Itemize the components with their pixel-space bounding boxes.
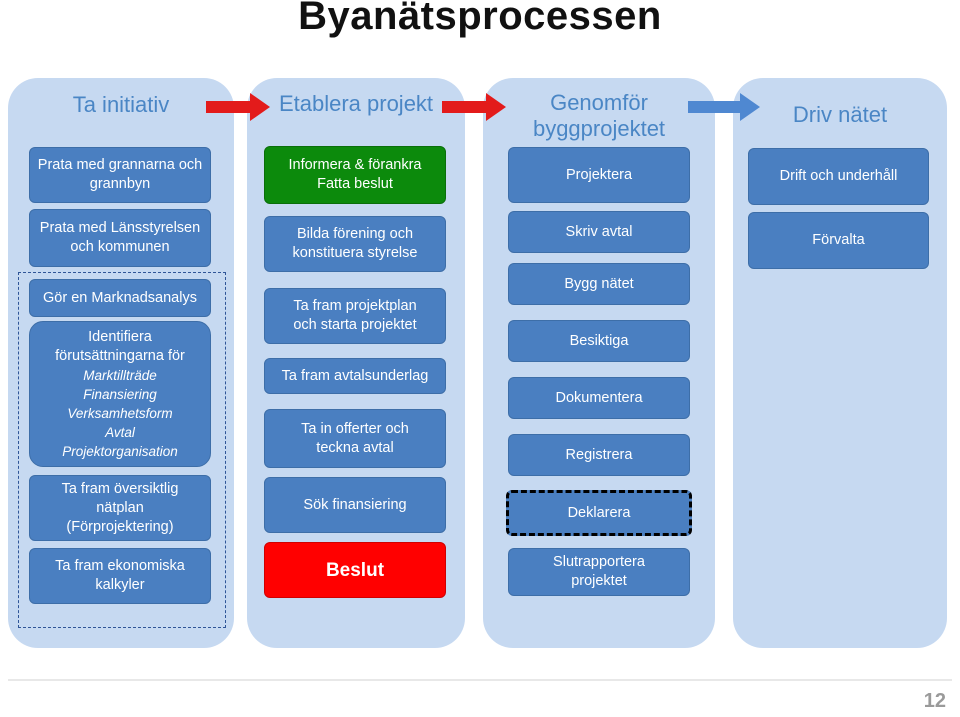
arrow-right-icon <box>688 93 760 121</box>
box-registrera[interactable]: Registrera <box>508 434 690 476</box>
box-label: Ta fram översiktlig nätplan (Förprojekte… <box>61 480 179 535</box>
box-projektera[interactable]: Projektera <box>508 147 690 203</box>
box-item-verksamhetsform: Verksamhetsform <box>67 405 173 421</box>
box-projektplan[interactable]: Ta fram projektplan och starta projektet <box>264 288 446 344</box>
box-label: Beslut <box>325 559 385 581</box>
arrow-right-icon <box>206 93 270 121</box>
box-informera-forankra[interactable]: Informera & förankra Fatta beslut <box>264 146 446 204</box>
box-item-finansiering: Finansiering <box>83 386 157 402</box>
box-bygg-natet[interactable]: Bygg nätet <box>508 263 690 305</box>
box-label: Ta in offerter och teckna avtal <box>301 420 409 456</box>
box-label: Prata med Länsstyrelsen och kommunen <box>39 220 201 255</box>
page-number: 12 <box>923 690 946 712</box>
box-oversiktlig-natplan[interactable]: Ta fram översiktlig nätplan (Förprojekte… <box>29 475 211 541</box>
column-title-ta-initiativ: Ta initiativ <box>72 92 170 117</box>
footer-divider <box>8 679 952 681</box>
box-marknadsanalys[interactable]: Gör en Marknadsanalys <box>29 279 211 317</box>
box-label: Ta fram ekonomiska kalkyler <box>55 558 185 593</box>
box-label: Gör en Marknadsanalys <box>43 289 197 306</box>
box-avtalsunderlag[interactable]: Ta fram avtalsunderlag <box>264 358 446 394</box>
box-label: Informera & förankra Fatta beslut <box>288 157 422 192</box>
box-label: Identifiera förutsättningarna för <box>55 328 185 364</box>
analysis-dashed-region <box>18 272 226 628</box>
column-title-etablera-projekt: Etablera projekt <box>278 91 434 116</box>
box-label: Registrera <box>565 446 633 463</box>
box-beslut[interactable]: Beslut <box>264 542 446 598</box>
box-item-avtal: Avtal <box>105 424 135 440</box>
box-label: Deklarera <box>567 504 631 521</box>
box-deklarera[interactable]: Deklarera <box>506 490 692 536</box>
box-label: Ta fram projektplan och starta projektet <box>293 298 417 333</box>
box-skriv-avtal[interactable]: Skriv avtal <box>508 211 690 253</box>
box-slutrapportera[interactable]: Slutrapportera projektet <box>508 548 690 596</box>
box-label: Bilda förening och konstituera styrelse <box>292 226 418 261</box>
page-title: Byanätsprocessen <box>298 0 662 38</box>
box-label: Slutrapportera projektet <box>553 554 645 589</box>
box-item-projektorganisation: Projektorganisation <box>62 443 178 459</box>
box-forvalta[interactable]: Förvalta <box>748 212 929 269</box>
box-label: Förvalta <box>812 232 865 248</box>
box-label: Sök finansiering <box>303 496 407 513</box>
box-label: Projektera <box>565 166 633 183</box>
box-label: Drift och underhåll <box>779 168 898 184</box>
column-title-genomfor-byggprojektet: Genomför byggprojektet <box>532 90 666 141</box>
box-drift-och-underhall[interactable]: Drift och underhåll <box>748 148 929 205</box>
box-label: Besiktiga <box>569 332 629 349</box>
box-label: Bygg nätet <box>564 275 634 292</box>
box-offerter[interactable]: Ta in offerter och teckna avtal <box>264 409 446 468</box>
box-prata-med-grannarna[interactable]: Prata med grannarna och grannbyn <box>29 147 211 203</box>
arrow-right-icon <box>442 93 506 121</box>
box-item-marktilltrade: Marktillträde <box>83 367 157 383</box>
box-besiktiga[interactable]: Besiktiga <box>508 320 690 362</box>
box-bilda-forening[interactable]: Bilda förening och konstituera styrelse <box>264 216 446 272</box>
box-label: Skriv avtal <box>565 223 633 240</box>
box-ekonomiska-kalkyler[interactable]: Ta fram ekonomiska kalkyler <box>29 548 211 604</box>
box-sok-finansiering[interactable]: Sök finansiering <box>264 477 446 533</box>
box-label: Prata med grannarna och grannbyn <box>37 157 203 192</box>
box-label: Dokumentera <box>555 389 643 406</box>
box-label: Ta fram avtalsunderlag <box>281 367 429 384</box>
column-title-driv-natet: Driv nätet <box>792 102 888 127</box>
box-prata-med-lansstyrelsen[interactable]: Prata med Länsstyrelsen och kommunen <box>29 209 211 267</box>
box-identifiera[interactable]: Identifiera förutsättningarna för Markti… <box>29 321 211 467</box>
box-dokumentera[interactable]: Dokumentera <box>508 377 690 419</box>
